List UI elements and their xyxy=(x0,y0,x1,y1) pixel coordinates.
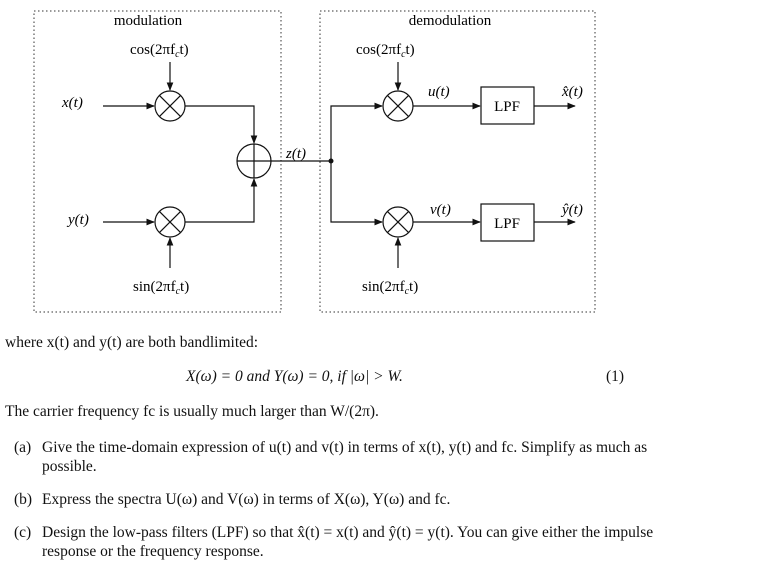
junction-dot xyxy=(328,158,334,164)
u-signal-label: u(t) xyxy=(428,84,450,100)
equation-number: (1) xyxy=(606,368,625,385)
question-a-text: Give the time-domain expression of u(t) … xyxy=(42,439,648,475)
question-b-text: Express the spectra U(ω) and V(ω) in ter… xyxy=(42,491,451,508)
carrier-line: The carrier frequency fc is usually much… xyxy=(5,403,379,420)
equation: X(ω) = 0 and Y(ω) = 0, if |ω| > W. xyxy=(186,368,403,385)
question-a-label: (a) xyxy=(14,439,32,456)
multiplier-y xyxy=(154,206,186,238)
modulation-demodulation-diagram: modulation demodulation cos(2πfct) sin(2… xyxy=(33,10,596,313)
question-c-text: Design the low-pass filters (LPF) so tha… xyxy=(42,524,654,560)
svg-text:LPF: LPF xyxy=(494,99,520,115)
xhat-output-label: x̂(t) xyxy=(561,84,583,100)
where-line: where x(t) and y(t) are both bandlimited… xyxy=(5,334,259,351)
lpf-top: LPF xyxy=(480,86,535,125)
mod-cos-label: cos(2πfct) xyxy=(130,42,189,60)
adder xyxy=(236,143,272,179)
mod-sin-label: sin(2πfct) xyxy=(133,279,189,297)
multiplier-x xyxy=(154,90,186,122)
demodulation-title: demodulation xyxy=(409,13,492,29)
question-c-label: (c) xyxy=(14,524,32,541)
z-signal-label: z(t) xyxy=(285,146,306,162)
lpf-bottom: LPF xyxy=(480,203,535,242)
svg-text:LPF: LPF xyxy=(494,216,520,232)
v-signal-label: v(t) xyxy=(430,202,451,218)
demod-cos-label: cos(2πfct) xyxy=(356,42,415,60)
yhat-output-label: ŷ(t) xyxy=(560,202,583,218)
question-b-label: (b) xyxy=(14,491,33,508)
wires xyxy=(103,62,576,268)
multiplier-u xyxy=(382,90,414,122)
y-input-label: y(t) xyxy=(66,212,89,228)
demod-sin-label: sin(2πfct) xyxy=(362,279,418,297)
x-input-label: x(t) xyxy=(61,95,83,111)
modulation-title: modulation xyxy=(114,13,183,29)
multiplier-v xyxy=(382,206,414,238)
